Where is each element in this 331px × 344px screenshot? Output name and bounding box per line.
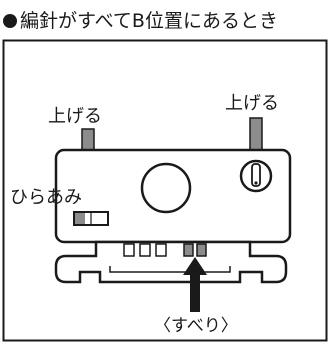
bed-slot-3 <box>155 243 167 257</box>
hiraami-switch-knob <box>75 213 85 224</box>
bed-slot-1 <box>123 243 135 257</box>
suberi-button-right <box>196 243 207 257</box>
right-dial-dot <box>254 181 258 185</box>
right-lever-label: 上げる <box>225 93 279 114</box>
suberi-label: 〈すべり〉 <box>154 316 238 336</box>
center-dial <box>140 162 192 214</box>
right-dial-slot <box>251 163 261 187</box>
right-lever <box>249 117 263 153</box>
bed-slot-2 <box>139 243 151 257</box>
bed-channel <box>109 266 231 273</box>
title-bullet-icon <box>3 14 17 28</box>
diagram-title: 編針がすべてB位置にあるとき <box>20 10 278 32</box>
title-bar: 編針がすべてB位置にあるとき <box>0 0 331 40</box>
left-lever-label: 上げる <box>48 106 102 127</box>
up-arrow <box>183 257 207 312</box>
suberi-button-left <box>183 243 194 257</box>
diagram-frame <box>2 39 328 342</box>
hiraami-label: ひらあみ <box>10 187 82 208</box>
carriage-lower-bed <box>54 240 288 284</box>
